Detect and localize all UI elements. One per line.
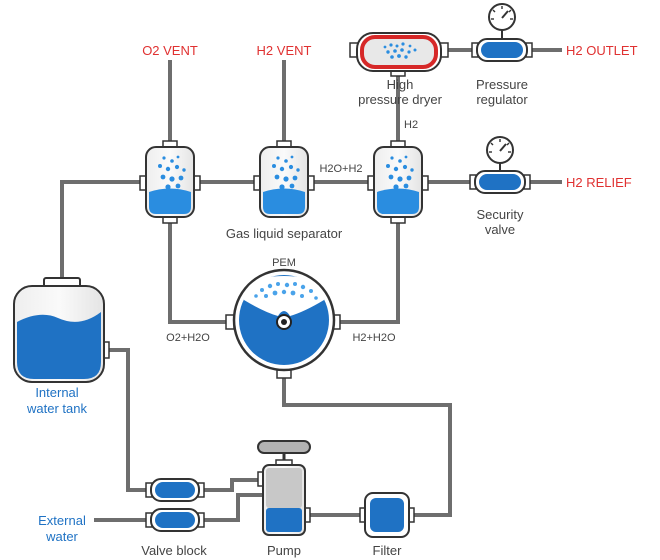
separator-2-bubbles — [272, 155, 300, 190]
separator-3-water — [377, 188, 419, 214]
pipe-valveblock-pump-2 — [200, 493, 264, 522]
security-valve — [469, 136, 531, 194]
separator-1-water — [149, 188, 191, 214]
separator-2 — [253, 140, 315, 218]
security-core — [479, 174, 521, 190]
filter — [359, 492, 415, 538]
dryer-red-shell — [360, 35, 438, 69]
h2-vent-label: H2 VENT — [257, 43, 312, 58]
separator-1 — [139, 140, 201, 224]
h2-outlet-label: H2 OUTLET — [566, 43, 638, 58]
pipe-sep1-pem — [168, 216, 230, 324]
tank-label-line2: water tank — [26, 401, 87, 416]
h2-relief-label: H2 RELIEF — [566, 175, 632, 190]
pem-label: PEM — [272, 257, 296, 269]
filter-label: Filter — [373, 543, 403, 558]
h2o-h2-flow-label: H2O+H2 — [319, 163, 362, 175]
regulator-core — [481, 42, 523, 58]
dryer-label-line2: pressure dryer — [358, 92, 442, 107]
valve-1-core — [155, 482, 195, 498]
tank-label-line1: Internal — [35, 385, 78, 400]
pump-water — [266, 508, 302, 532]
pem-bubbles — [254, 282, 318, 300]
dryer-label-line1: High — [387, 77, 414, 92]
security-label-line1: Security — [477, 207, 524, 222]
pump — [257, 440, 311, 536]
pem-stack — [225, 268, 341, 379]
separator-label: Gas liquid separator — [226, 226, 343, 241]
h2-h2o-flow-label: H2+H2O — [352, 332, 396, 344]
regulator-label-line1: Pressure — [476, 77, 528, 92]
filter-core — [370, 498, 404, 532]
pem-center-dot — [281, 319, 287, 325]
pipe-sep3-pem — [336, 216, 400, 324]
tank-water — [17, 312, 101, 379]
dryer-particles — [383, 42, 417, 59]
pipe-tank-valveblock — [106, 348, 152, 492]
separator-3-bubbles — [386, 155, 414, 190]
pipe-pem-filter — [282, 374, 452, 517]
o2-vent-label: O2 VENT — [142, 43, 198, 58]
security-label-line2: valve — [485, 222, 515, 237]
pipes — [60, 48, 558, 522]
external-water-label-line1: External — [38, 513, 86, 528]
separator-3 — [367, 140, 429, 224]
valve-2-core — [155, 512, 195, 528]
high-pressure-dryer — [349, 32, 449, 77]
external-water-label-line2: water — [45, 529, 78, 544]
o2-h2o-flow-label: O2+H2O — [166, 332, 210, 344]
pipe-valveblock-pump-1 — [200, 478, 264, 492]
separator-1-bubbles — [158, 155, 186, 190]
valve-block — [145, 478, 205, 532]
pump-label: Pump — [267, 543, 301, 558]
security-needle — [499, 143, 507, 152]
h2-flow-label: H2 — [404, 119, 418, 131]
regulator-gauge-ticks — [491, 6, 513, 20]
labels: O2 VENT H2 VENT H2 OUTLET H2 RELIEF High… — [26, 43, 638, 558]
security-gauge-ticks — [489, 139, 511, 153]
pipe-tank-sep1 — [60, 180, 142, 282]
regulator-label-line2: regulator — [476, 92, 528, 107]
valve-block-label: Valve block — [141, 543, 207, 558]
pressure-regulator — [471, 3, 533, 62]
pump-handle — [257, 440, 311, 454]
regulator-needle — [501, 10, 509, 19]
separator-2-water — [263, 188, 305, 214]
internal-water-tank — [13, 277, 110, 383]
pump-chamber — [266, 468, 302, 508]
